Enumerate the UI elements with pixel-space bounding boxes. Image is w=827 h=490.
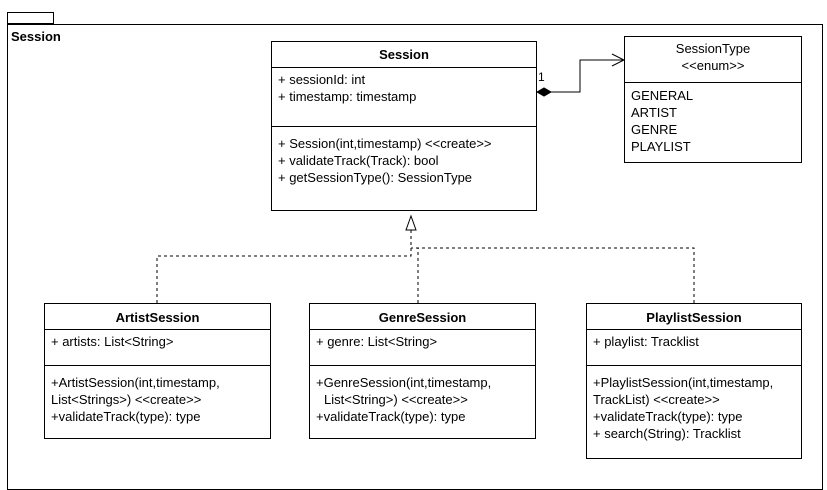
method: +validateTrack(type): type: [316, 409, 466, 424]
class-artist-session[interactable]: ArtistSession + artists: List<String> +A…: [44, 303, 271, 439]
class-session-name: Session: [272, 42, 536, 68]
playlist-generalization-line: [411, 247, 695, 303]
attribute: + sessionId: int: [278, 72, 366, 87]
class-artist-session-methods: +ArtistSession(int,timestamp, List<Strin…: [45, 366, 270, 425]
class-playlist-session-attributes: + playlist: Tracklist: [587, 330, 801, 366]
method: + validateTrack(Track): bool: [278, 153, 439, 168]
method: + getSessionType(): SessionType: [278, 170, 473, 185]
enum-value: GENERAL: [631, 88, 694, 103]
attribute: + playlist: Tracklist: [593, 334, 699, 349]
attribute: + artists: List<String>: [51, 334, 174, 349]
class-artist-session-attributes: + artists: List<String>: [45, 330, 270, 366]
class-playlist-session-methods: +PlaylistSession(int,timestamp, TrackLis…: [587, 366, 801, 442]
enum-stereotype: <<enum>>: [681, 58, 745, 73]
class-genre-session-attributes: + genre: List<String>: [310, 330, 535, 366]
class-playlist-session-name: PlaylistSession: [587, 304, 801, 330]
class-playlist-session[interactable]: PlaylistSession + playlist: Tracklist +P…: [586, 303, 802, 459]
method: + Session(int,timestamp) <<create>>: [278, 136, 492, 151]
enum-value: GENRE: [631, 122, 678, 137]
method: +GenreSession(int,timestamp,: [316, 375, 492, 390]
multiplicity-label: 1: [538, 70, 545, 84]
attribute: + timestamp: timestamp: [278, 89, 417, 104]
enum-session-type-header: SessionType <<enum>>: [625, 37, 801, 83]
method: +ArtistSession(int,timestamp,: [51, 375, 220, 390]
enum-value: PLAYLIST: [631, 139, 691, 154]
package-tab: [7, 12, 54, 24]
package-label: Session: [11, 29, 61, 44]
class-genre-session-methods: +GenreSession(int,timestamp, List<String…: [310, 366, 535, 425]
attribute: + genre: List<String>: [316, 334, 438, 349]
method: + search(String): Tracklist: [593, 426, 741, 441]
method: List<String>) <<create>>: [324, 392, 468, 407]
class-artist-session-name: ArtistSession: [45, 304, 270, 330]
class-genre-session[interactable]: GenreSession + genre: List<String> +Genr…: [309, 303, 536, 439]
genre-generalization-line: [411, 247, 419, 303]
enum-session-type-name: SessionType: [675, 41, 751, 56]
class-session-attributes: + sessionId: int + timestamp: timestamp: [272, 68, 536, 127]
composition-line: [551, 59, 624, 93]
enum-value: ARTIST: [631, 105, 677, 120]
enum-session-type[interactable]: SessionType <<enum>> GENERAL ARTIST GENR…: [624, 36, 802, 163]
artist-generalization-line: [156, 230, 412, 303]
method: +validateTrack(type): type: [593, 409, 743, 424]
generalization-triangle: [405, 214, 417, 231]
method: TrackList) <<create>>: [593, 392, 720, 407]
class-session[interactable]: Session + sessionId: int + timestamp: ti…: [271, 41, 537, 211]
method: +validateTrack(type): type: [51, 409, 201, 424]
class-session-methods: + Session(int,timestamp) <<create>> + va…: [272, 127, 536, 186]
method: +PlaylistSession(int,timestamp,: [593, 375, 774, 390]
method: List<Strings>) <<create>>: [51, 392, 202, 407]
composition-diamond: [535, 87, 553, 97]
enum-session-type-values: GENERAL ARTIST GENRE PLAYLIST: [625, 83, 801, 155]
class-genre-session-name: GenreSession: [310, 304, 535, 330]
